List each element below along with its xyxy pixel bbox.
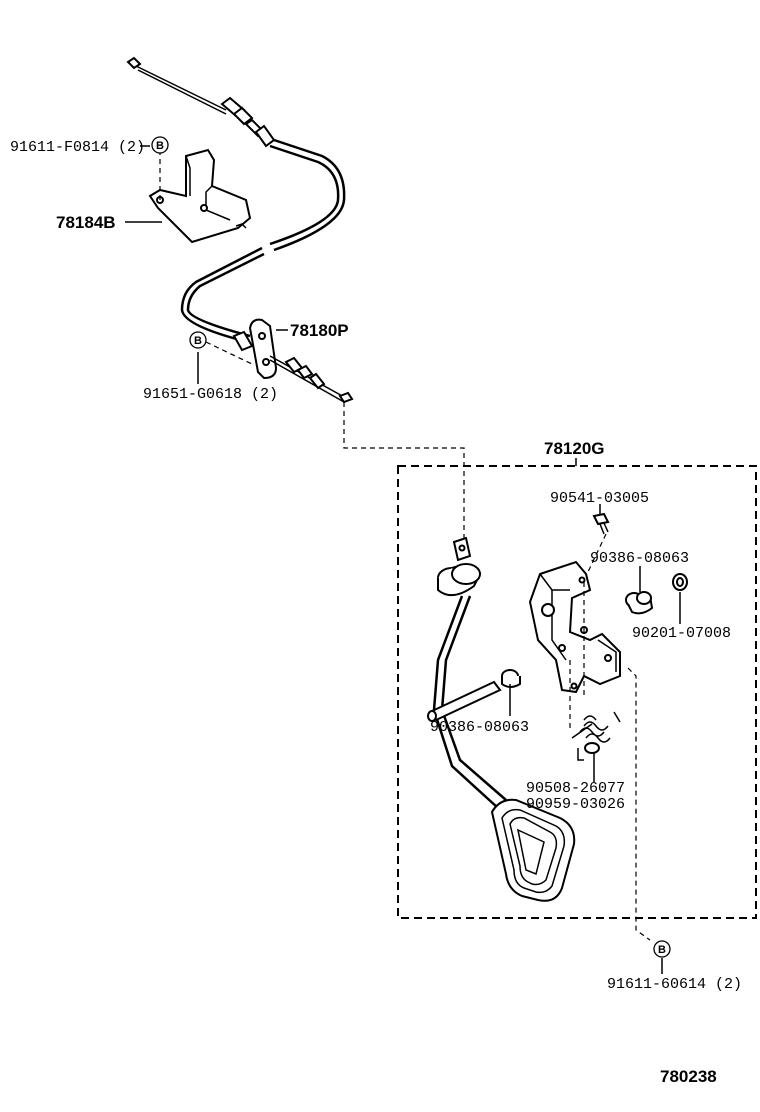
- label-bracket: 78184B: [56, 213, 116, 232]
- svg-text:B: B: [194, 335, 202, 347]
- diagram-number: 780238: [660, 1067, 717, 1086]
- label-screw: 90541-03005: [550, 490, 649, 507]
- badge-b-top: B: [151, 136, 169, 154]
- assembly-boundary: [397, 465, 757, 919]
- cable-bracket: [148, 148, 252, 244]
- label-nut: 90201-07008: [632, 625, 731, 642]
- connection-lines: [159, 152, 757, 941]
- label-bolt-mid: 91651-G0618 (2): [143, 386, 278, 403]
- label-bolt-bottom: 91611-60614 (2): [607, 976, 742, 993]
- label-washer: 90959-03026: [526, 796, 625, 813]
- label-assembly: 78120G: [544, 439, 605, 458]
- label-bolt-top: 91611-F0814 (2): [10, 139, 145, 156]
- label-bushing-lower: 90386-08063: [430, 719, 529, 736]
- label-bushing-upper: 90386-08063: [590, 550, 689, 567]
- svg-text:B: B: [658, 944, 666, 956]
- leader-lines: [125, 145, 681, 974]
- badge-b-mid: B: [189, 331, 207, 349]
- label-cable: 78180P: [290, 321, 349, 340]
- throttle-cable: [126, 56, 354, 404]
- svg-text:B: B: [156, 140, 164, 152]
- label-spring: 90508-26077: [526, 780, 625, 797]
- badge-b-bottom: B: [653, 940, 671, 958]
- pedal-assembly: [427, 512, 688, 902]
